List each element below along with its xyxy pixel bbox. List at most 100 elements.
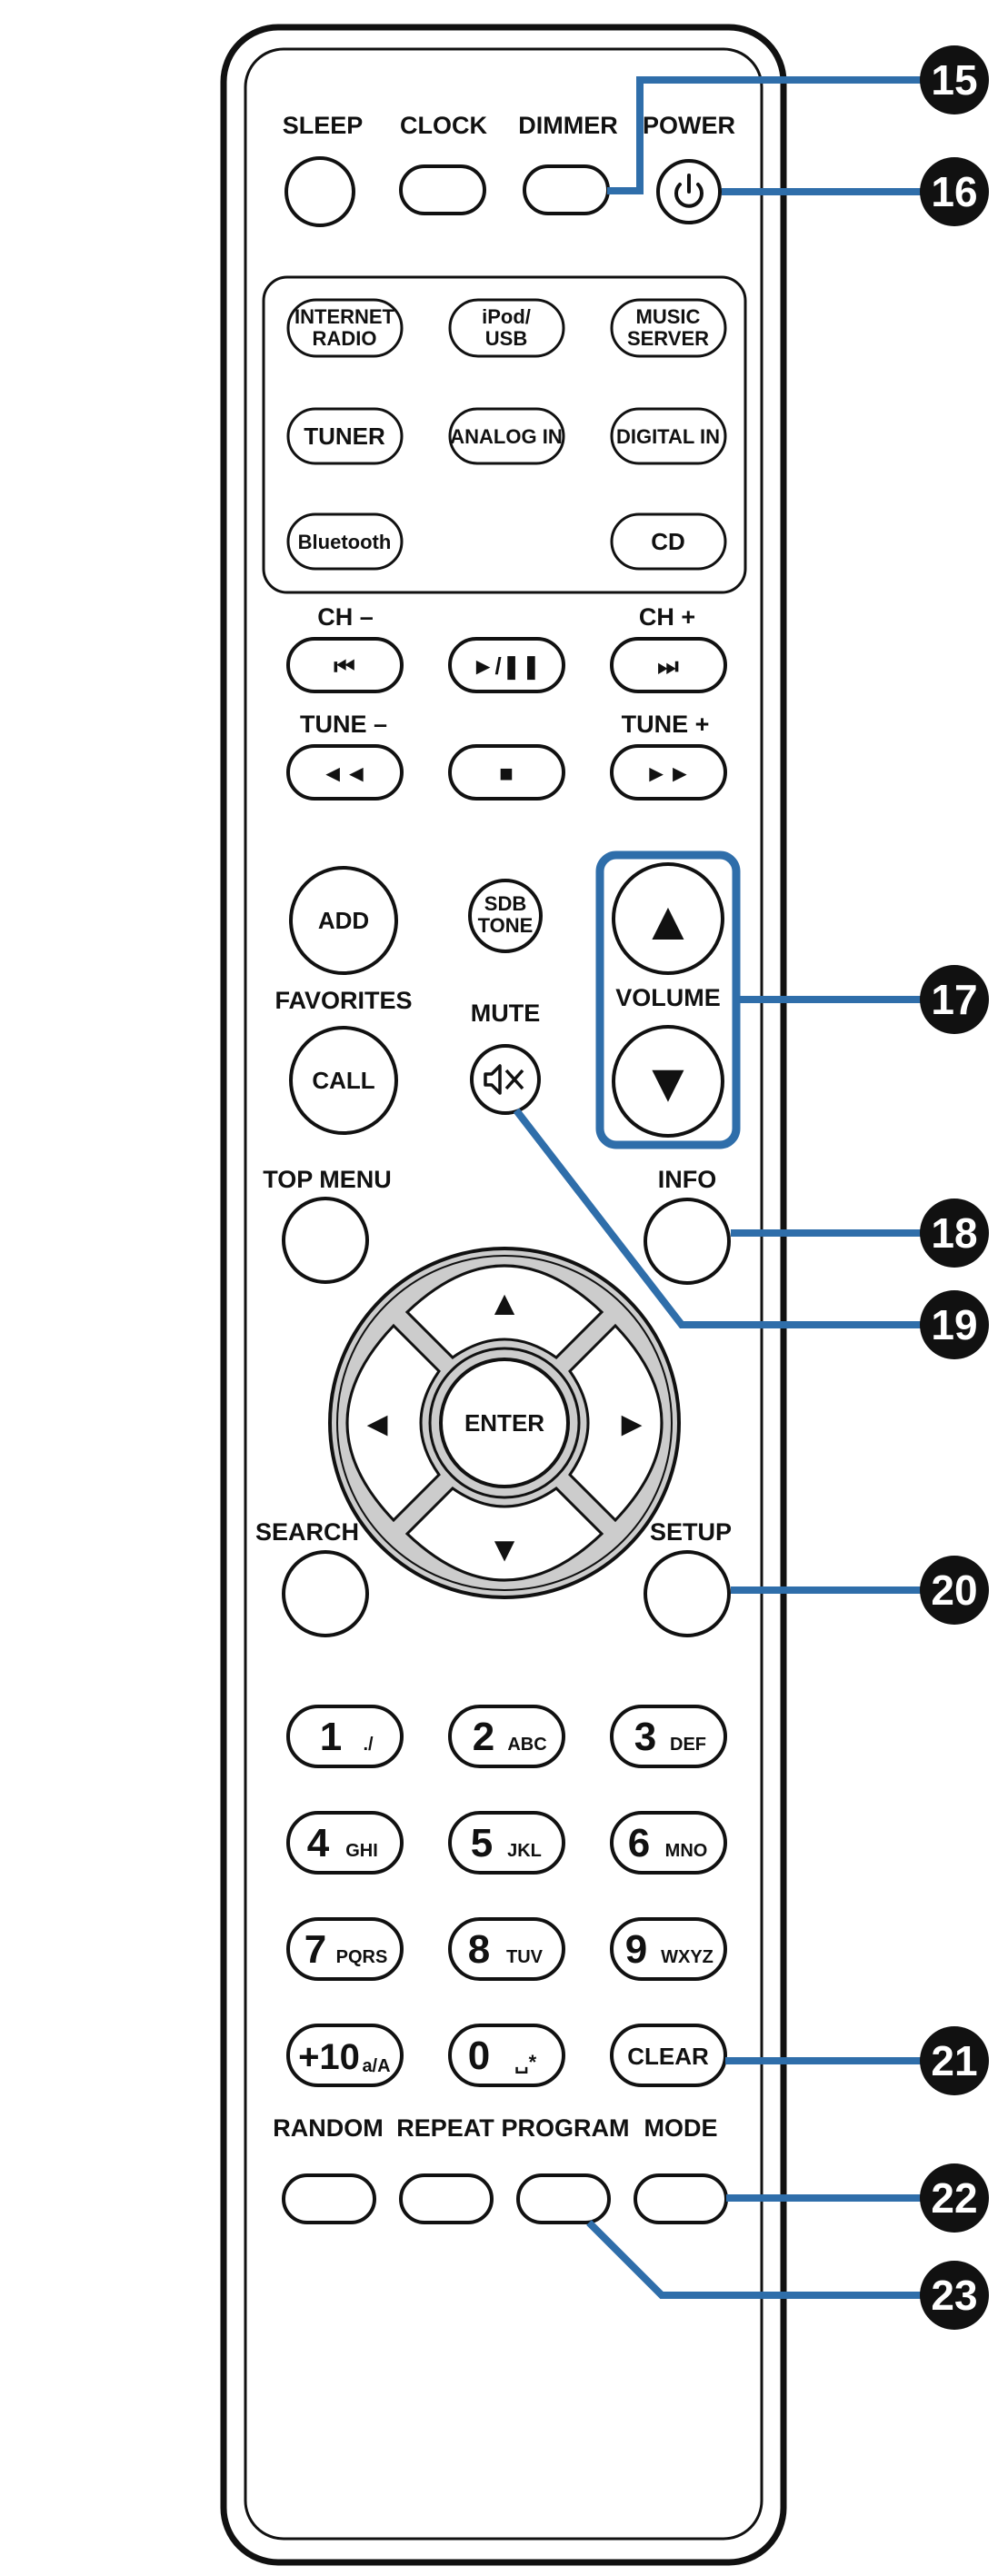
mute-button[interactable] (470, 1044, 541, 1115)
arrow-down-icon: ▼ (487, 1531, 522, 1569)
volume-down-button[interactable] (612, 1025, 724, 1138)
number-9-letters: WXYZ (661, 1947, 714, 1967)
skip-back-icon: ⏮ (334, 652, 354, 680)
callout-number-19: 19 (931, 1301, 977, 1348)
number-4-button[interactable] (286, 1811, 404, 1875)
number-9-button[interactable] (610, 1917, 727, 1981)
add-label: ADD (318, 907, 369, 934)
plus-10-button[interactable] (286, 2024, 404, 2087)
callout-number-17: 17 (931, 976, 977, 1023)
enter-label: ENTER (464, 1409, 544, 1437)
number-2-button[interactable] (448, 1705, 565, 1768)
callout-line-15 (607, 76, 925, 194)
callout-number-23: 23 (931, 2272, 977, 2319)
tuner-label: TUNER (304, 423, 385, 450)
number-8-digit: 8 (468, 1927, 490, 1972)
music-server-button[interactable] (610, 298, 727, 358)
source-panel (262, 275, 747, 594)
number-1-digit: 1 (320, 1715, 342, 1759)
favorites-label: FAVORITES (274, 987, 412, 1014)
analog-in-button[interactable] (448, 407, 565, 465)
previous-button[interactable] (286, 637, 404, 693)
arrow-up-icon: ▲ (487, 1285, 522, 1323)
program-label: PROGRAM (502, 2114, 630, 2142)
stop-icon: ■ (499, 760, 514, 787)
enter-button[interactable] (439, 1358, 570, 1488)
arrow-right-icon: ► (614, 1406, 649, 1444)
sleep-label: SLEEP (283, 112, 364, 139)
number-6-button[interactable] (610, 1811, 727, 1875)
plus-10-digit: +10 (298, 2037, 360, 2077)
ipod-usb-button[interactable] (448, 298, 565, 358)
repeat-button[interactable] (399, 2173, 494, 2224)
ipod-usb-label-2: USB (485, 327, 527, 350)
number-8-button[interactable] (448, 1917, 565, 1981)
callout-badge-18 (920, 1198, 989, 1268)
number-6-letters: MNO (665, 1841, 708, 1861)
callout-badge-15 (920, 45, 989, 114)
bluetooth-button[interactable] (286, 512, 404, 571)
dimmer-button[interactable] (523, 164, 610, 215)
callout-badge-20 (920, 1556, 989, 1625)
tune-minus-label: TUNE – (300, 711, 387, 738)
cd-button[interactable] (610, 512, 727, 571)
play-pause-button[interactable] (448, 637, 565, 693)
music-server-label-2: SERVER (627, 327, 709, 350)
cd-label: CD (651, 528, 685, 555)
clock-button[interactable] (399, 164, 486, 215)
digital-in-button[interactable] (610, 407, 727, 465)
number-9-digit: 9 (625, 1927, 647, 1972)
navigation-up-button[interactable] (404, 1264, 604, 1359)
number-2-digit: 2 (473, 1715, 494, 1759)
program-button[interactable] (516, 2173, 611, 2224)
search-button[interactable] (282, 1550, 369, 1637)
volume-down-icon: ▼ (641, 1052, 694, 1113)
stop-button[interactable] (448, 744, 565, 801)
navigation-left-button[interactable] (345, 1323, 441, 1523)
navigation-right-button[interactable] (568, 1323, 664, 1523)
number-1-button[interactable] (286, 1705, 404, 1768)
callout-line-23 (586, 2220, 925, 2299)
number-6-digit: 6 (628, 1821, 650, 1865)
top-menu-button[interactable] (282, 1197, 369, 1284)
random-button[interactable] (282, 2173, 376, 2224)
next-button[interactable] (610, 637, 727, 693)
volume-up-button[interactable] (612, 862, 724, 975)
add-button[interactable] (289, 866, 398, 975)
number-2-letters: ABC (507, 1735, 546, 1755)
number-5-digit: 5 (471, 1821, 493, 1865)
clear-button[interactable] (610, 2024, 727, 2087)
clock-label: CLOCK (400, 112, 487, 139)
number-5-letters: JKL (507, 1841, 542, 1861)
sdb-tone-label-2: TONE (478, 914, 534, 937)
fast-forward-icon: ►► (644, 760, 691, 787)
number-8-letters: TUV (506, 1947, 544, 1967)
tune-minus-button[interactable] (286, 744, 404, 801)
number-3-button[interactable] (610, 1705, 727, 1768)
callout-number-20: 20 (931, 1566, 977, 1614)
music-server-label-1: MUSIC (636, 305, 701, 328)
mute-label: MUTE (471, 1000, 541, 1027)
tuner-button[interactable] (286, 407, 404, 465)
setup-button[interactable] (644, 1550, 731, 1637)
number-1-letters: ./ (363, 1735, 374, 1755)
internet-radio-button[interactable] (286, 298, 404, 358)
call-button[interactable] (289, 1026, 398, 1135)
mode-button[interactable] (634, 2173, 728, 2224)
number-7-button[interactable] (286, 1917, 404, 1981)
callout-badge-19 (920, 1290, 989, 1359)
sleep-button[interactable] (284, 156, 355, 227)
info-button[interactable] (644, 1198, 731, 1285)
number-0-button[interactable] (448, 2024, 565, 2087)
sdb-tone-button[interactable] (468, 879, 543, 953)
number-5-button[interactable] (448, 1811, 565, 1875)
navigation-down-button[interactable] (404, 1487, 604, 1582)
callout-number-21: 21 (931, 2037, 977, 2084)
mode-label: MODE (644, 2114, 718, 2142)
navigation-ring-inner-edge (336, 1255, 673, 1591)
clear-label: CLEAR (627, 2043, 709, 2070)
search-label: SEARCH (255, 1518, 359, 1546)
mute-icon (484, 1064, 524, 1095)
tune-plus-button[interactable] (610, 744, 727, 801)
